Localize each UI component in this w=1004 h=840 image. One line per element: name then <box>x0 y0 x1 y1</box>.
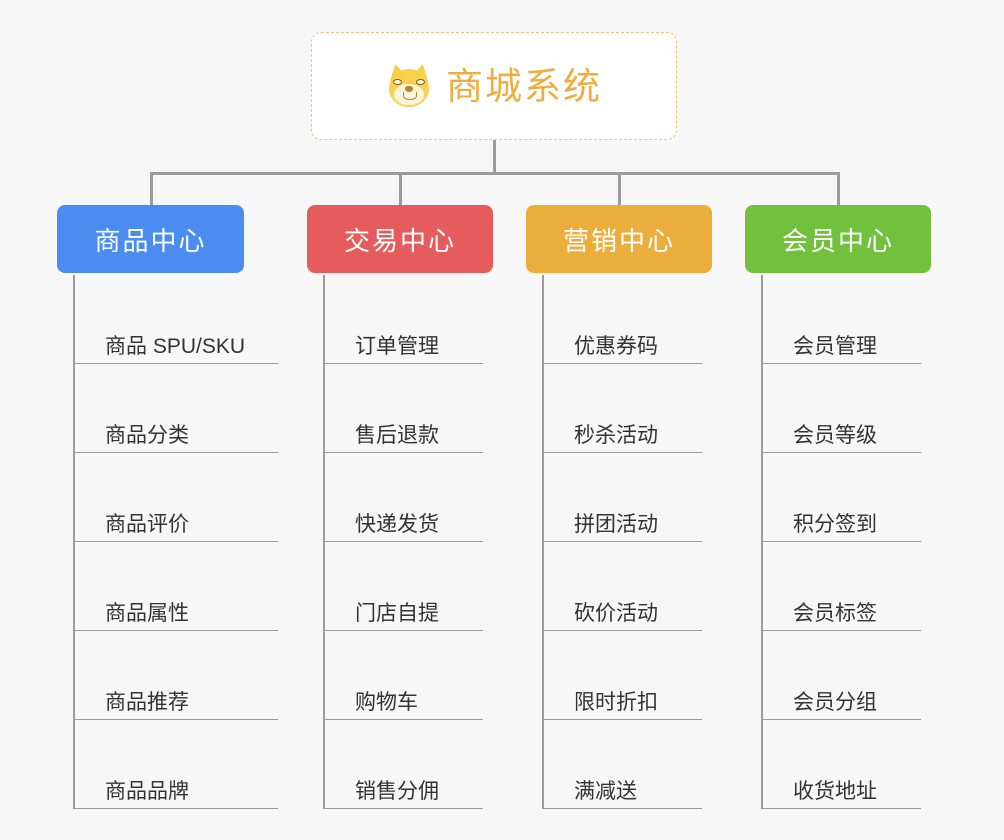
connector-branch-drop-3 <box>618 172 621 205</box>
leaf-item[interactable]: 会员等级 <box>761 364 921 453</box>
connector-root-drop <box>493 140 496 175</box>
leaf-item[interactable]: 优惠券码 <box>542 275 702 364</box>
leaf-item-label: 商品推荐 <box>105 691 189 714</box>
leaf-item-label: 会员等级 <box>793 424 877 447</box>
leaf-item[interactable]: 快递发货 <box>323 453 483 542</box>
leaf-item-label: 秒杀活动 <box>574 424 658 447</box>
connector-branch-drop-4 <box>837 172 840 205</box>
leaf-underline <box>761 808 921 809</box>
leaf-item[interactable]: 门店自提 <box>323 542 483 631</box>
leaf-item-label: 限时折扣 <box>574 691 658 714</box>
leaf-underline <box>323 363 483 364</box>
root-node[interactable]: 商城系统 <box>311 32 677 140</box>
leaf-item[interactable]: 会员管理 <box>761 275 921 364</box>
leaf-item[interactable]: 商品推荐 <box>73 631 278 720</box>
leaf-underline <box>323 808 483 809</box>
leaf-item[interactable]: 会员标签 <box>761 542 921 631</box>
connector-branch-drop-2 <box>399 172 402 205</box>
leaf-item[interactable]: 销售分佣 <box>323 720 483 809</box>
category-box-2[interactable]: 交易中心 <box>307 205 493 273</box>
leaf-item-label: 会员分组 <box>793 691 877 714</box>
leaf-item-label: 积分签到 <box>793 513 877 536</box>
leaf-item[interactable]: 限时折扣 <box>542 631 702 720</box>
leaf-item[interactable]: 售后退款 <box>323 364 483 453</box>
leaf-stem <box>323 275 325 809</box>
leaf-item[interactable]: 购物车 <box>323 631 483 720</box>
category-box-3[interactable]: 营销中心 <box>526 205 712 273</box>
leaf-underline <box>73 541 278 542</box>
leaf-underline <box>73 452 278 453</box>
leaf-underline <box>73 630 278 631</box>
leaf-item-label: 满减送 <box>574 780 637 803</box>
leaf-column-2: 订单管理售后退款快递发货门店自提购物车销售分佣 <box>323 275 483 809</box>
connector-horizontal-bus <box>150 172 838 175</box>
leaf-item[interactable]: 满减送 <box>542 720 702 809</box>
leaf-item[interactable]: 商品属性 <box>73 542 278 631</box>
leaf-item-label: 会员管理 <box>793 335 877 358</box>
leaf-item[interactable]: 会员分组 <box>761 631 921 720</box>
leaf-underline <box>542 630 702 631</box>
leaf-item[interactable]: 拼团活动 <box>542 453 702 542</box>
leaf-item-label: 优惠券码 <box>574 335 658 358</box>
leaf-item[interactable]: 商品评价 <box>73 453 278 542</box>
leaf-underline <box>323 719 483 720</box>
leaf-underline <box>542 808 702 809</box>
leaf-underline <box>542 541 702 542</box>
leaf-item-label: 售后退款 <box>355 424 439 447</box>
leaf-item-label: 商品 SPU/SKU <box>105 335 246 358</box>
connector-branch-drop-1 <box>149 172 153 205</box>
category-box-1[interactable]: 商品中心 <box>57 205 244 273</box>
category-label: 营销中心 <box>562 225 675 256</box>
leaf-item[interactable]: 商品品牌 <box>73 720 278 809</box>
leaf-underline <box>73 719 278 720</box>
leaf-underline <box>323 541 483 542</box>
leaf-underline <box>761 630 921 631</box>
leaf-underline <box>323 452 483 453</box>
leaf-underline <box>761 541 921 542</box>
leaf-stem <box>761 275 763 809</box>
leaf-underline <box>761 452 921 453</box>
leaf-item-label: 订单管理 <box>355 335 439 358</box>
leaf-item[interactable]: 订单管理 <box>323 275 483 364</box>
leaf-item[interactable]: 商品分类 <box>73 364 278 453</box>
leaf-item-label: 购物车 <box>355 691 418 714</box>
leaf-stem <box>73 275 75 809</box>
leaf-column-4: 会员管理会员等级积分签到会员标签会员分组收货地址 <box>761 275 921 809</box>
leaf-item-label: 会员标签 <box>793 602 877 625</box>
category-label: 会员中心 <box>781 225 894 256</box>
leaf-item-label: 收货地址 <box>793 780 877 803</box>
category-label: 交易中心 <box>343 225 456 256</box>
leaf-underline <box>73 808 278 809</box>
leaf-underline <box>761 363 921 364</box>
leaf-underline <box>542 363 702 364</box>
shiba-dog-icon <box>386 62 432 109</box>
leaf-item-label: 砍价活动 <box>574 602 658 625</box>
category-box-4[interactable]: 会员中心 <box>745 205 931 273</box>
leaf-underline <box>323 630 483 631</box>
leaf-item-label: 商品分类 <box>105 424 189 447</box>
leaf-item-label: 商品评价 <box>105 513 189 536</box>
leaf-item-label: 商品属性 <box>105 602 189 625</box>
leaf-item[interactable]: 砍价活动 <box>542 542 702 631</box>
leaf-item[interactable]: 商品 SPU/SKU <box>73 275 278 364</box>
leaf-underline <box>542 452 702 453</box>
leaf-item[interactable]: 秒杀活动 <box>542 364 702 453</box>
leaf-item-label: 门店自提 <box>355 602 439 625</box>
leaf-item[interactable]: 积分签到 <box>761 453 921 542</box>
root-title: 商城系统 <box>446 65 602 107</box>
leaf-stem <box>542 275 544 809</box>
leaf-item-label: 商品品牌 <box>105 780 189 803</box>
category-label: 商品中心 <box>94 225 207 256</box>
leaf-column-1: 商品 SPU/SKU 商品分类商品评价商品属性商品推荐商品品牌 <box>73 275 278 809</box>
leaf-underline <box>761 719 921 720</box>
leaf-item-label: 快递发货 <box>355 513 439 536</box>
leaf-underline <box>73 363 278 364</box>
leaf-column-3: 优惠券码秒杀活动拼团活动砍价活动限时折扣满减送 <box>542 275 702 809</box>
leaf-item-label: 销售分佣 <box>355 780 439 803</box>
leaf-underline <box>542 719 702 720</box>
leaf-item[interactable]: 收货地址 <box>761 720 921 809</box>
leaf-item-label: 拼团活动 <box>574 513 658 536</box>
